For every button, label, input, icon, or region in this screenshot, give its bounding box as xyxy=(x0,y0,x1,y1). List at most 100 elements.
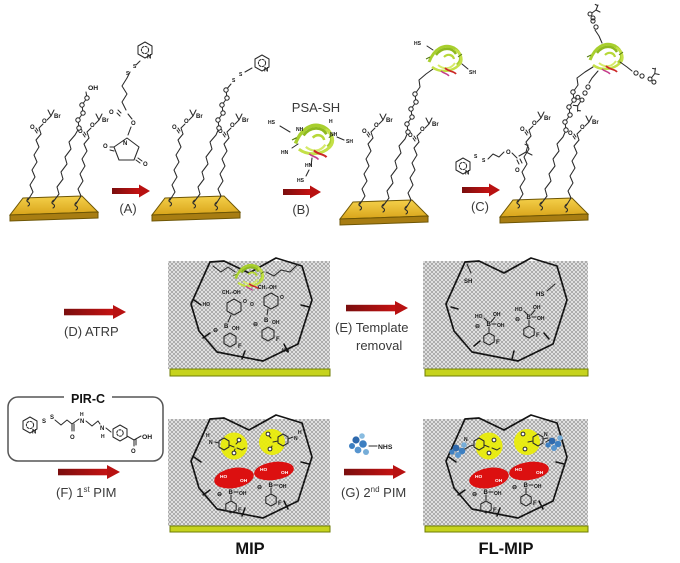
atom-label: HN xyxy=(281,150,289,156)
step-c: S S O O (C) xyxy=(455,143,533,214)
atom-label: H xyxy=(101,434,105,440)
initiator-chain xyxy=(27,109,62,201)
atom-label: H xyxy=(206,433,210,439)
atom-label: CH₂-OH xyxy=(222,290,241,296)
step-f-label: (F) 1st PIM xyxy=(56,485,116,500)
chain-ticks xyxy=(193,456,310,517)
methacrylate-arm-right xyxy=(619,61,662,86)
atom-label: S xyxy=(482,158,486,164)
atom-label: O xyxy=(70,435,75,441)
polymer-block-flmip: N N HO OH HO OH xyxy=(423,414,589,533)
step-f-pre: (F) 1 xyxy=(56,485,83,500)
nhs-fluorophore: NHS xyxy=(349,433,393,455)
atom-label: SH xyxy=(346,139,353,145)
step-a: S S O O N O O (A) xyxy=(103,41,153,216)
glycan-structures: CH₂-OH CH₂-OH HO O O O B OH ⊖ F B OH ⊖ F… xyxy=(203,285,290,354)
atom-label: O xyxy=(109,110,114,116)
pim1-unit-left: N xyxy=(464,437,501,456)
atom-label: O xyxy=(103,144,108,150)
row1-functionalization: OH S S O O N O O (A) xyxy=(9,3,662,226)
methacrylate-arm-down xyxy=(570,70,599,113)
atom-label: N xyxy=(123,141,127,147)
substrate-bar xyxy=(424,368,589,377)
pirc-title: PIR-C xyxy=(71,392,105,406)
row3-pim: PIR-C S S O H N N H O OH (F) 1st PIM H xyxy=(7,392,589,558)
step-c-label: (C) xyxy=(471,199,489,214)
atom-label: OH xyxy=(142,434,152,441)
reaction-arrow-e xyxy=(346,301,408,315)
pim1-unit-right: N H xyxy=(265,430,302,452)
atom-label: S xyxy=(126,71,130,77)
atom-label: N xyxy=(464,437,468,443)
atom-label: HS xyxy=(297,178,305,184)
reaction-arrow-f xyxy=(58,465,120,479)
polymer-block-empty: SH HS xyxy=(423,257,589,377)
step-g-pre: (G) 2 xyxy=(341,485,371,500)
reagent-c-structure: S S O O xyxy=(455,143,533,178)
substrate-panel-3: HS SH xyxy=(339,41,476,226)
psa-sh-label: PSA-SH xyxy=(292,100,340,115)
highlight-yellow xyxy=(475,432,503,460)
imprint-cavity xyxy=(190,414,313,519)
atom-label: HN xyxy=(305,163,313,169)
polymer-matrix xyxy=(423,261,588,369)
atom-label: NH xyxy=(330,132,338,138)
substrate-bar xyxy=(169,525,331,533)
atom-label-white: HO xyxy=(260,467,267,473)
atom-label: S xyxy=(239,72,243,78)
minus-charge: ⊖ xyxy=(253,322,258,328)
pim1-unit-right: N xyxy=(520,431,550,452)
atom-label: HS xyxy=(268,120,276,126)
substrate-bar xyxy=(169,368,331,377)
imprint-cavity xyxy=(190,257,313,362)
initiator-chain xyxy=(517,111,552,203)
reaction-arrow-d xyxy=(64,305,126,319)
row2-imprinting: (D) ATRP CH₂-OH CH₂-OH HO O O O B OH ⊖ F… xyxy=(64,257,589,377)
highlight-red xyxy=(214,467,254,489)
initiator-chain xyxy=(405,117,440,209)
step-g-label: (G) 2nd PIM xyxy=(341,485,406,500)
step-d-label: (D) ATRP xyxy=(64,324,119,339)
step-g-post: PIM xyxy=(380,485,407,500)
atom-label: OH xyxy=(88,85,98,92)
atom-label: OH xyxy=(272,320,280,326)
atom-label: O xyxy=(280,295,284,301)
atom-label-white: HO xyxy=(475,474,482,480)
psa-protein-free: HS HN NH H NH SH HN HS xyxy=(268,119,353,184)
step-e-label-2: removal xyxy=(356,338,402,353)
peg-chain-protein: HS SH xyxy=(382,41,476,207)
polymer-block-imprinted: CH₂-OH CH₂-OH HO O O O B OH ⊖ F B OH ⊖ F… xyxy=(168,257,331,377)
highlight-red xyxy=(254,461,294,481)
imprint-cavity xyxy=(445,414,568,519)
atom-label: O xyxy=(131,449,136,455)
atom-label: S xyxy=(232,78,236,84)
atom-label: HS xyxy=(536,292,544,298)
atom-label: HS xyxy=(414,41,422,47)
atom-label: N xyxy=(100,426,104,432)
step-e-label-1: (E) Template xyxy=(335,320,408,335)
step-g-sup: nd xyxy=(371,485,380,494)
chain-ticks xyxy=(448,456,565,517)
reaction-arrow-a xyxy=(112,184,150,198)
atom-label: O xyxy=(243,299,247,305)
atom-label-white: HO xyxy=(515,467,522,473)
initiator-chain xyxy=(565,115,600,207)
atom-label: CH₂-OH xyxy=(258,285,277,291)
highlight-yellow xyxy=(220,432,248,460)
pim1-unit-left: H N xyxy=(206,433,246,456)
minus-charge: ⊖ xyxy=(213,328,218,334)
methacrylate-arm-up xyxy=(587,3,603,44)
atom-label-white: OH xyxy=(281,470,289,476)
flmip-label: FL-MIP xyxy=(479,540,534,558)
atom-label: N xyxy=(80,419,84,425)
atom-label: S xyxy=(133,64,137,70)
highlight-red xyxy=(509,461,549,481)
step-b-label: (B) xyxy=(292,202,309,217)
peg-chain-pyridyl: S S xyxy=(193,54,270,203)
atom-label: S xyxy=(42,419,46,425)
chain-ticks xyxy=(193,299,310,360)
step-b: PSA-SH HS HN NH H NH SH HN HS (B) xyxy=(268,100,353,217)
substrate-panel-2: S S xyxy=(151,54,270,222)
polymer-block-mip: H N N H HO OH HO OH xyxy=(168,414,331,533)
